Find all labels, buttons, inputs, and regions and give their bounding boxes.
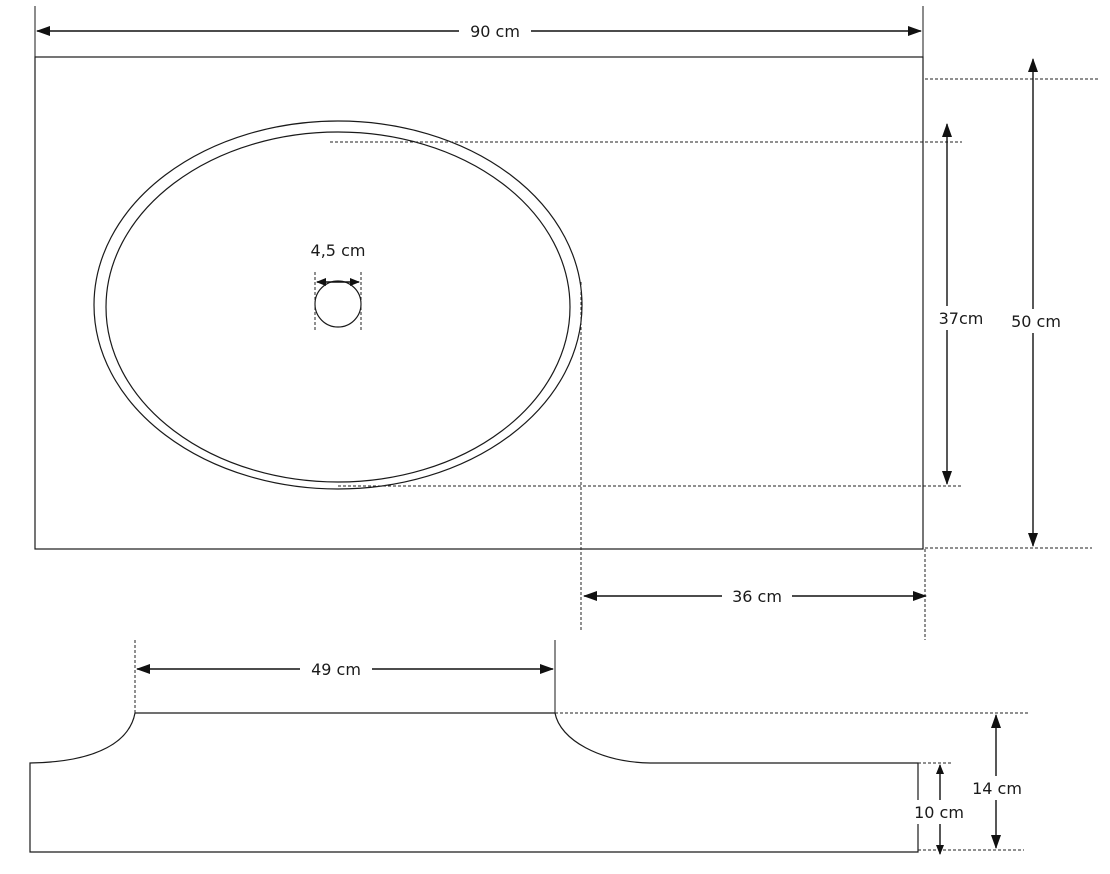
- side-view: [29, 640, 1028, 855]
- basin-inner-rim: [105, 131, 571, 483]
- label-top-width: 90 cm: [470, 22, 520, 41]
- side-profile-outline: [29, 712, 919, 853]
- label-right-offset: 36 cm: [732, 587, 782, 606]
- dimension-labels: 90 cm 4,5 cm 37cm 50 cm 36 cm 49 cm 14 c…: [300, 19, 1068, 824]
- basin-outer-rim: [93, 120, 583, 490]
- label-basin-width: 49 cm: [311, 660, 361, 679]
- countertop-outline: [34, 56, 924, 550]
- label-drain-diameter: 4,5 cm: [311, 241, 366, 260]
- label-front-height: 10 cm: [914, 803, 964, 822]
- label-basin-depth: 37cm: [939, 309, 984, 328]
- label-back-height: 14 cm: [972, 779, 1022, 798]
- drain-hole: [314, 280, 362, 328]
- label-total-depth: 50 cm: [1011, 312, 1061, 331]
